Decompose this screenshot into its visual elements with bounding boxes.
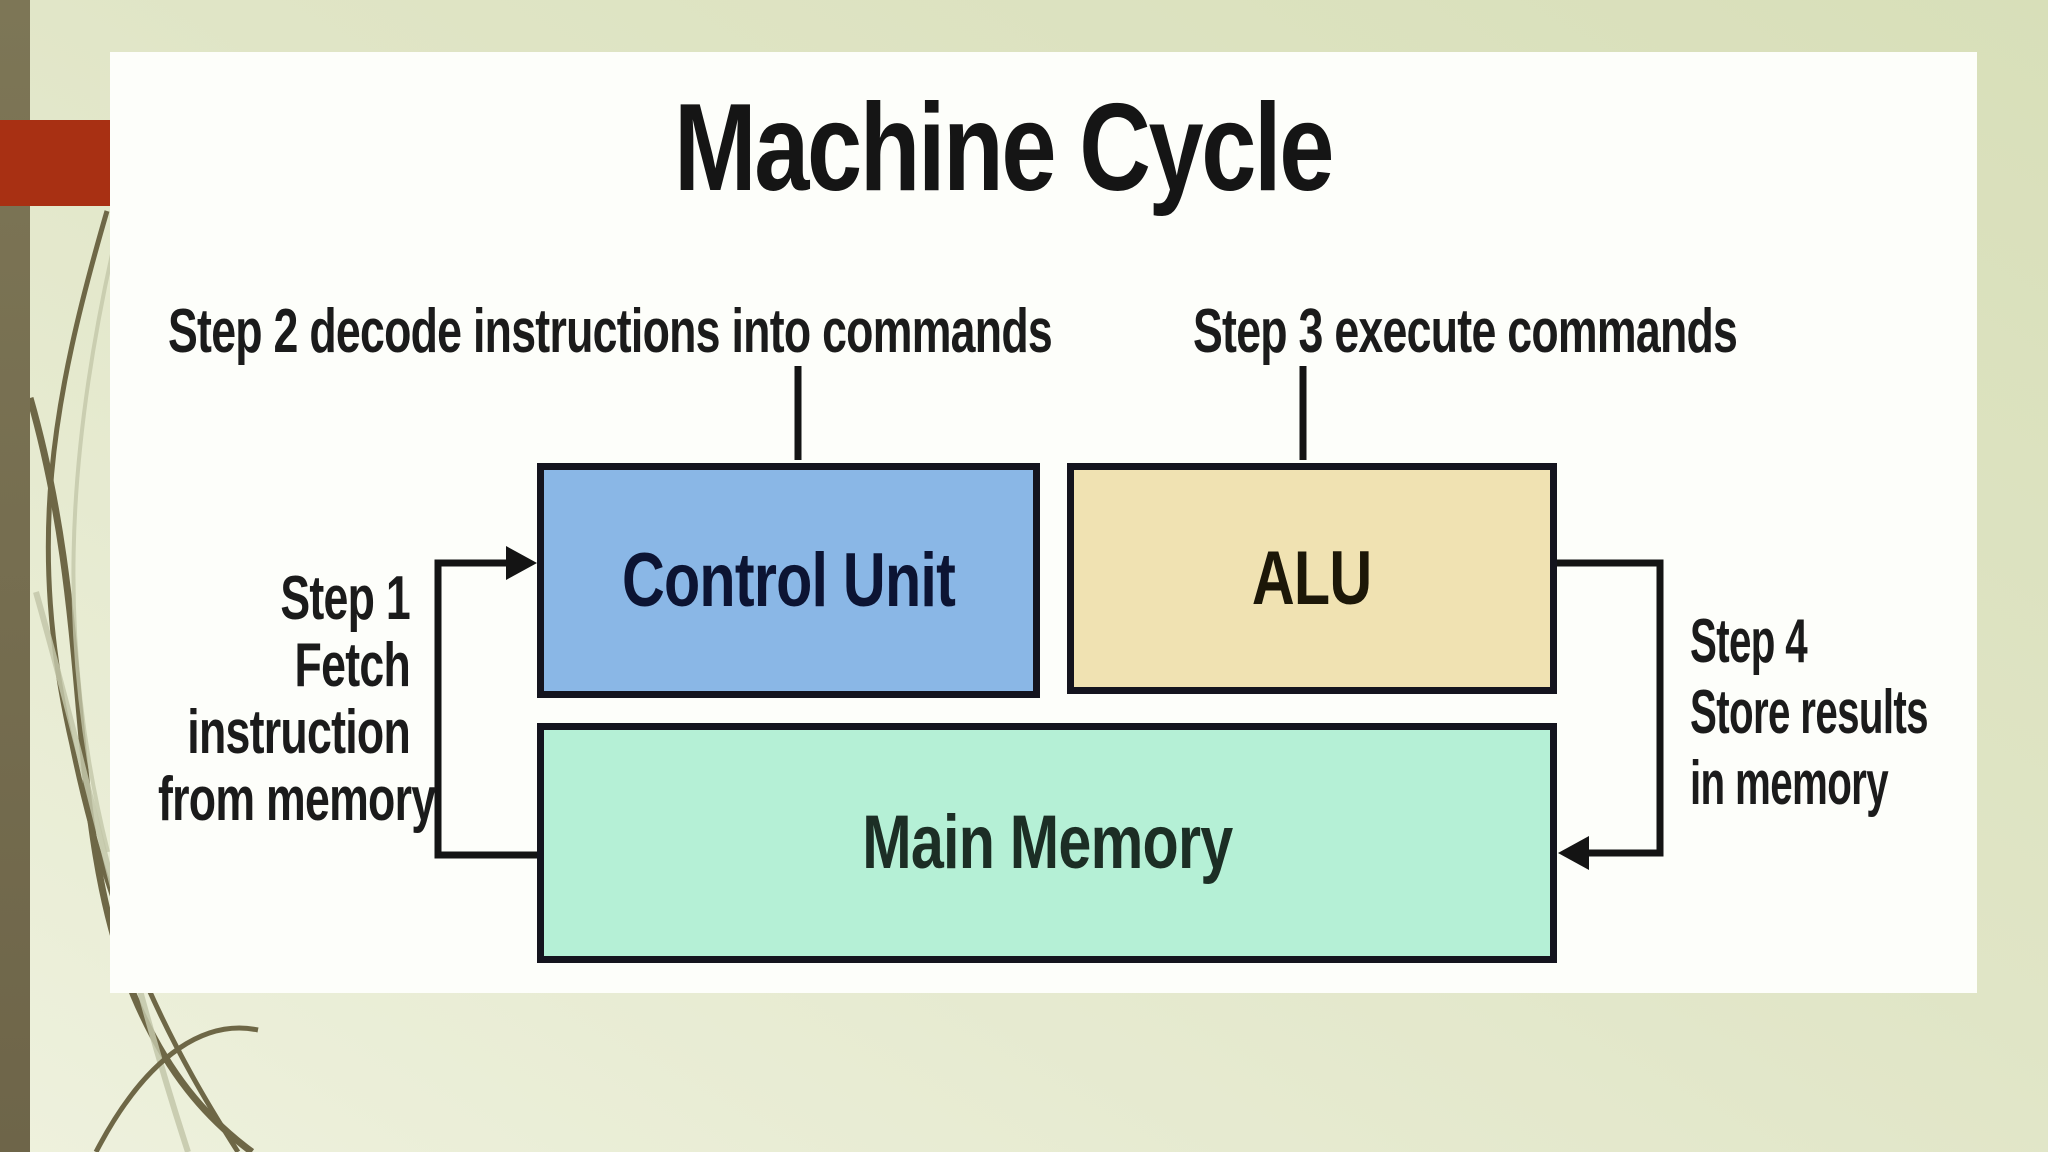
- step2-label: Step 2 decode instructions into commands: [168, 297, 1053, 366]
- step1-line-4: from memory: [157, 765, 436, 834]
- curve-dark-2: [26, 397, 255, 1152]
- step4-line-2: Store results: [1690, 678, 1929, 747]
- main-memory-label: Main Memory: [861, 800, 1233, 885]
- step4-line-1: Step 4: [1690, 607, 1808, 676]
- control-unit-label: Control Unit: [621, 537, 956, 623]
- alu-label: ALU: [1252, 535, 1372, 621]
- main-memory-box: Main Memory: [537, 723, 1557, 963]
- step4-arrowhead: [1558, 836, 1589, 870]
- step1-line-3: instruction: [187, 698, 410, 767]
- slide-title: Machine Cycle: [674, 79, 1334, 217]
- step1-label: Step 1 Fetch instruction from memory: [157, 564, 436, 834]
- step3-label: Step 3 execute commands: [1193, 297, 1738, 366]
- step4-line-3: in memory: [1690, 749, 1889, 818]
- step1-line-2: Fetch: [294, 631, 411, 700]
- step1-line-1: Step 1: [280, 564, 410, 633]
- curve-light-2: [71, 227, 120, 853]
- step4-label: Step 4 Store results in memory: [1690, 606, 1929, 819]
- control-unit-box: Control Unit: [537, 463, 1040, 698]
- alu-box: ALU: [1067, 463, 1557, 694]
- curve-dark-3: [93, 1025, 259, 1152]
- step1-arrowhead: [506, 546, 537, 580]
- step4-arrow-line: [1556, 559, 1664, 857]
- red-accent-block: [0, 120, 110, 206]
- step1-arrow-line: [434, 559, 537, 859]
